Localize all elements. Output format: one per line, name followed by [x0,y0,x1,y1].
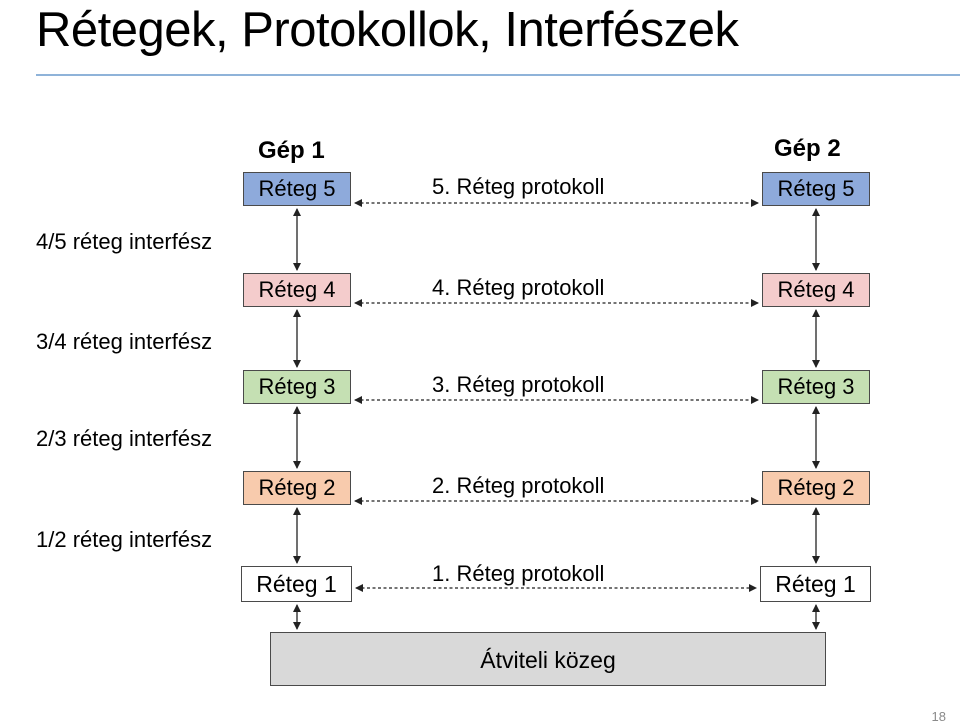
machine2-layer-2: Réteg 2 [762,471,870,505]
protocol-5-label: 5. Réteg protokoll [432,174,605,199]
interface-4-5-label: 4/5 réteg interfész [36,229,213,254]
title-divider [36,74,960,76]
machine2-header: Gép 2 [774,135,841,162]
machine1-layer-3: Réteg 3 [243,370,351,404]
machine2-layer-4: Réteg 4 [762,273,870,307]
machine1-layer-2: Réteg 2 [243,471,351,505]
transmission-medium-label: Átviteli közeg [480,647,616,673]
protocol-4-label: 4. Réteg protokoll [432,275,605,300]
page-number: 18 [931,709,946,724]
protocol-1-label: 1. Réteg protokoll [432,561,605,586]
machine1-layer-1: Réteg 1 [241,566,352,602]
protocol-3-label: 3. Réteg protokoll [432,372,605,397]
machine1-layer-4: Réteg 4 [243,273,351,307]
protocol-2-label: 2. Réteg protokoll [432,473,605,498]
interface-3-4-label: 3/4 réteg interfész [36,329,213,354]
machine2-layer-5: Réteg 5 [762,172,870,206]
interface-1-2-label: 1/2 réteg interfész [36,527,213,552]
machine2-layer-3: Réteg 3 [762,370,870,404]
machine1-header: Gép 1 [258,137,325,164]
machine2-layer-1: Réteg 1 [760,566,871,602]
interface-2-3-label: 2/3 réteg interfész [36,426,213,451]
page-title: Rétegek, Protokollok, Interfészek [36,3,739,57]
transmission-medium: Átviteli közeg [270,632,826,686]
machine1-layer-5: Réteg 5 [243,172,351,206]
